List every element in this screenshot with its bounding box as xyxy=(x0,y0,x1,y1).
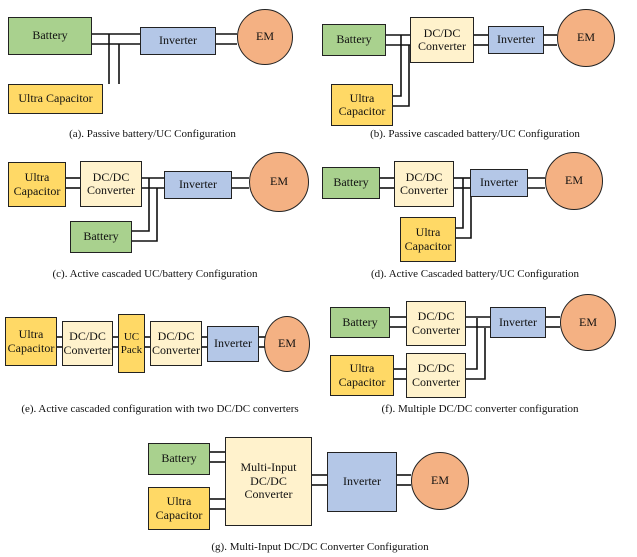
inverter-block: Inverter xyxy=(207,326,259,362)
dcdc-converter-2-block: DC/DC Converter xyxy=(150,321,202,366)
wires-d-dcdc-inverter xyxy=(454,177,470,189)
ultra-capacitor-block: Ultra Capacitor xyxy=(8,162,66,207)
inverter-block: Inverter xyxy=(164,171,232,199)
em-motor-block: EM xyxy=(237,9,293,65)
em-motor-block: EM xyxy=(545,152,603,210)
ultra-capacitor-block: Ultra Capacitor xyxy=(5,317,57,366)
wire-line xyxy=(391,45,410,107)
inverter-block: Inverter xyxy=(470,169,528,197)
inverter-block: Inverter xyxy=(140,27,216,55)
uc-pack-block: UC Pack xyxy=(118,314,145,373)
wires-d-uc-bus xyxy=(456,178,472,239)
wires-g-inverter-em xyxy=(397,474,411,486)
wires-c-dcdc-inverter xyxy=(142,177,164,189)
ultra-capacitor-block: Ultra Capacitor xyxy=(8,84,103,114)
wires-e-uc-dcdc1 xyxy=(57,336,62,348)
caption-c: (c). Active cascaded UC/battery Configur… xyxy=(52,268,258,280)
wires-f-dcdc1-inverter xyxy=(466,316,490,328)
wire-line xyxy=(456,188,472,239)
em-motor-block: EM xyxy=(560,294,616,351)
wires-g-uc-multidcdc xyxy=(210,498,225,510)
wires-e-dcdc1-ucpack xyxy=(113,336,118,348)
wires-c-battery-bus xyxy=(132,178,158,242)
wires-f-inverter-em xyxy=(546,316,560,328)
wires-b-uc-bus xyxy=(391,35,410,107)
wires-b-battery-dcdc xyxy=(386,34,410,46)
battery-block: Battery xyxy=(8,17,92,55)
em-motor-block: EM xyxy=(557,9,615,67)
battery-block: Battery xyxy=(330,307,390,338)
battery-block: Battery xyxy=(70,221,132,253)
ultra-capacitor-block: Ultra Capacitor xyxy=(330,355,394,396)
em-motor-block: EM xyxy=(411,452,469,510)
wires-d-battery-dcdc xyxy=(380,177,394,189)
caption-d: (d). Active Cascaded battery/UC Configur… xyxy=(370,268,580,280)
wire-line xyxy=(456,178,464,229)
caption-f: (f). Multiple DC/DC converter configurat… xyxy=(381,403,579,415)
inverter-block: Inverter xyxy=(490,307,546,338)
caption-a: (a). Passive battery/UC Configuration xyxy=(69,128,236,140)
inverter-block: Inverter xyxy=(327,452,397,512)
ultra-capacitor-block: Ultra Capacitor xyxy=(400,217,456,262)
caption-e: (e). Active cascaded configuration with … xyxy=(21,403,299,415)
dcdc-converter-1-block: DC/DC Converter xyxy=(62,321,113,366)
wires-e-ucpack-dcdc2 xyxy=(145,336,150,348)
battery-block: Battery xyxy=(322,167,380,199)
wire-line xyxy=(132,188,158,242)
wires-g-battery-multidcdc xyxy=(210,451,225,463)
caption-g: (g). Multi-Input DC/DC Converter Configu… xyxy=(211,541,429,553)
wires-a-uc-bus xyxy=(108,34,120,84)
wires-c-uc-dcdc xyxy=(66,177,80,189)
wire-line xyxy=(391,35,402,97)
dcdc-converter-2-block: DC/DC Converter xyxy=(406,353,466,398)
em-motor-block: EM xyxy=(249,152,309,212)
dcdc-converter-block: DC/DC Converter xyxy=(410,17,474,63)
wires-f-dcdc2-bus xyxy=(466,318,486,380)
dcdc-converter-block: DC/DC Converter xyxy=(80,161,142,207)
wire-line xyxy=(466,328,486,380)
wires-d-inverter-em xyxy=(528,177,545,189)
wires-a-battery-inverter xyxy=(92,33,140,45)
wires-g-multidcdc-inverter xyxy=(312,474,327,486)
wires-b-inverter-em xyxy=(544,34,557,46)
caption-b: (b). Passive cascaded battery/UC Configu… xyxy=(370,128,580,140)
dcdc-converter-block: DC/DC Converter xyxy=(394,161,454,207)
wires-e-dcdc2-inverter xyxy=(202,336,207,348)
wires-b-dcdc-inverter xyxy=(474,34,488,46)
dcdc-converter-1-block: DC/DC Converter xyxy=(406,301,466,346)
wires-c-inverter-em xyxy=(232,177,249,189)
wires-f-battery-dcdc1 xyxy=(390,316,406,328)
wire-line xyxy=(132,178,150,232)
wires-a-inverter-em xyxy=(216,33,237,45)
inverter-block: Inverter xyxy=(488,26,544,54)
em-motor-block: EM xyxy=(264,316,310,372)
ultra-capacitor-block: Ultra Capacitor xyxy=(331,84,393,126)
ultra-capacitor-block: Ultra Capacitor xyxy=(148,487,210,530)
multi-input-dcdc-converter-block: Multi-Input DC/DC Converter xyxy=(225,437,312,526)
battery-block: Battery xyxy=(148,443,210,475)
battery-block: Battery xyxy=(322,24,386,56)
wires-f-uc-dcdc2 xyxy=(394,368,406,380)
wire-line xyxy=(466,318,478,370)
